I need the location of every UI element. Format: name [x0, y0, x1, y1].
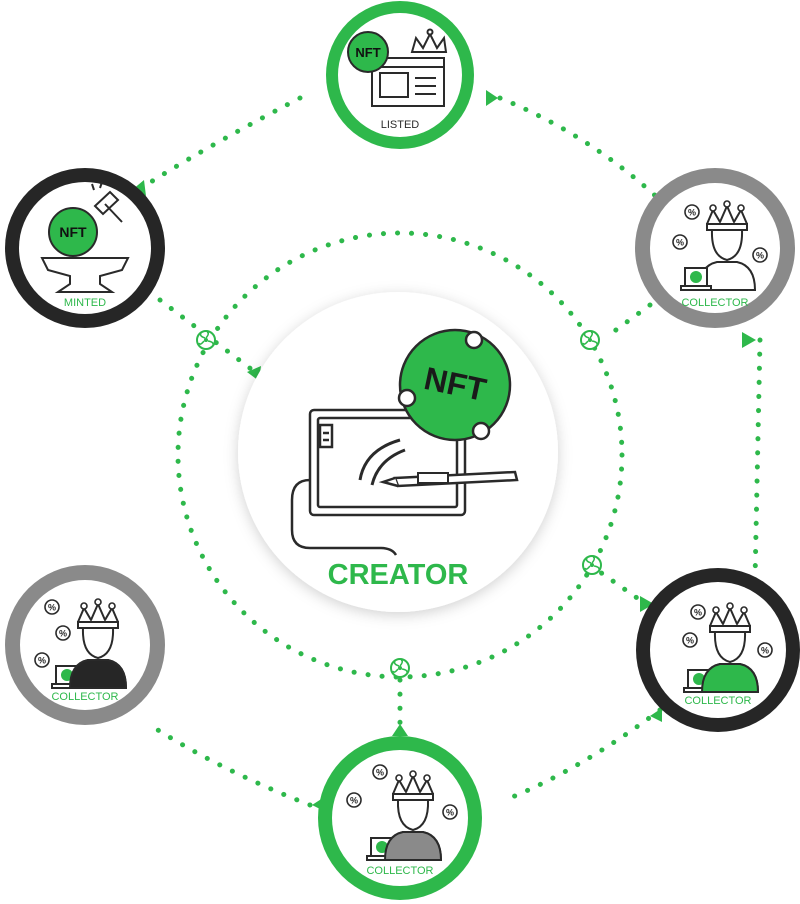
- listed-node: NFT LISTED: [326, 1, 474, 149]
- creator-node: NFT CREATOR: [238, 292, 558, 612]
- nft-badge: NFT: [397, 328, 512, 442]
- collector-label: COLLECTOR: [684, 695, 751, 707]
- collector-node-bottom: COLLECTOR: [318, 736, 482, 900]
- collector-node-left: COLLECTOR: [5, 565, 165, 725]
- collector-node-right-bottom: COLLECTOR: [636, 568, 800, 732]
- collector-node-right-top: COLLECTOR: [635, 168, 795, 328]
- percent-icon: [752, 247, 768, 263]
- green-shirt-icon: [700, 663, 760, 693]
- percent-icon: [34, 652, 50, 668]
- listed-label: LISTED: [381, 119, 420, 131]
- collector-label: COLLECTOR: [681, 297, 748, 309]
- percent-icon: [372, 764, 388, 780]
- dark-shirt-icon: [68, 659, 128, 689]
- percent-icon: [757, 642, 773, 658]
- percent-icon: [44, 599, 60, 615]
- minted-badge-text: NFT: [59, 224, 87, 240]
- percent-icon: [690, 604, 706, 620]
- percent-icon: [682, 632, 698, 648]
- percent-icon: [55, 625, 71, 641]
- listed-badge-text: NFT: [355, 45, 380, 60]
- minted-node: NFT MINTED: [5, 168, 165, 328]
- connection-paths: [132, 95, 763, 808]
- creator-label: CREATOR: [328, 559, 469, 591]
- percent-icon: [684, 204, 700, 220]
- minted-label: MINTED: [64, 297, 106, 309]
- percent-icon: [442, 804, 458, 820]
- percent-icon: [672, 234, 688, 250]
- gray-shirt-icon: [383, 831, 443, 861]
- percent-icon: [346, 792, 362, 808]
- collector-label: COLLECTOR: [366, 865, 433, 877]
- anvil-hammer-icon: [40, 181, 130, 293]
- nft-listing-window-icon: [371, 28, 448, 107]
- collector-label: COLLECTOR: [51, 691, 118, 703]
- drawing-tablet-with-pen-icon: [290, 408, 519, 556]
